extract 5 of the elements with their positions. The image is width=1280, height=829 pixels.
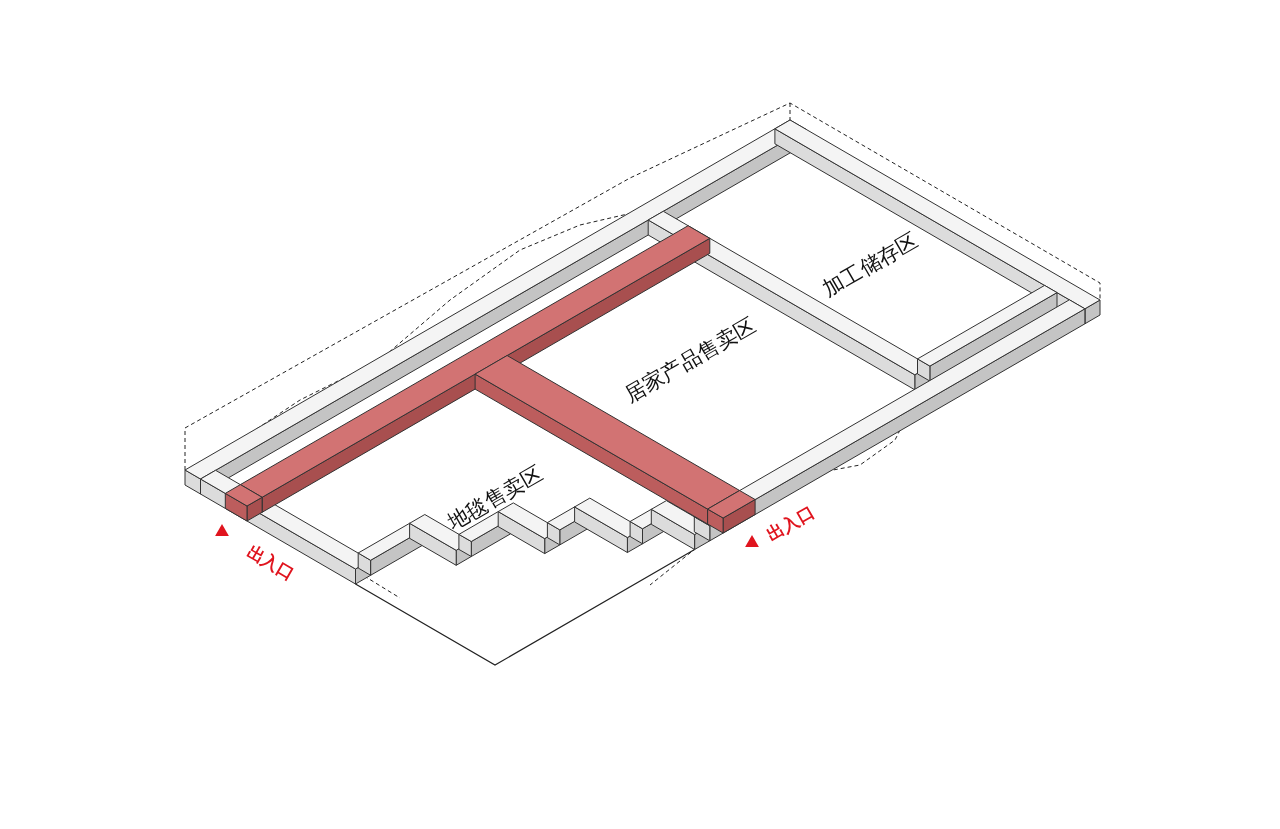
entrance-label: 出入口 [763,502,817,544]
entrance-label: 出入口 [243,541,297,583]
zone-label: 居家产品售卖区 [621,314,759,406]
zone-label: 地毯售卖区 [444,462,546,534]
zone-label: 加工储存区 [819,229,921,301]
